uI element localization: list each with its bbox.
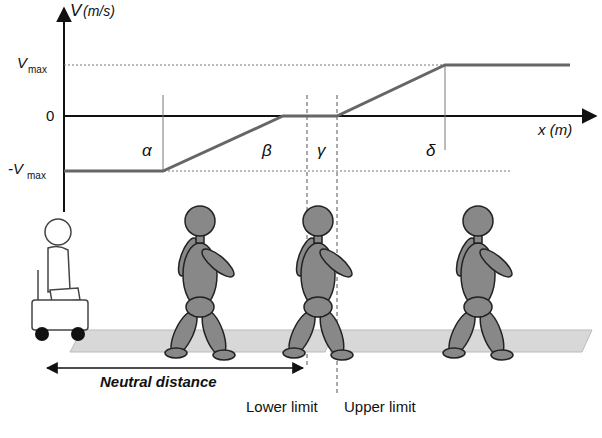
robot xyxy=(32,219,88,341)
tick-label: 0 xyxy=(46,108,54,125)
walking-person xyxy=(443,206,516,360)
distance-symbol: γ xyxy=(317,142,326,161)
limit-label: Upper limit xyxy=(344,399,416,416)
tick-subscript: max xyxy=(27,170,46,181)
walking-person xyxy=(165,206,238,360)
distance-symbol: β xyxy=(262,142,272,161)
dimension-label: Neutral distance xyxy=(100,374,217,391)
tick-label: -V xyxy=(8,161,23,178)
tick-label: V xyxy=(17,55,27,72)
distance-symbol: δ xyxy=(426,142,435,161)
axis-label: V xyxy=(70,2,81,21)
tick-subscript: max xyxy=(28,64,47,75)
distance-symbol: α xyxy=(142,142,152,161)
axis-label: x (m) xyxy=(538,122,572,139)
limit-label: Lower limit xyxy=(246,399,318,416)
axis-unit: (m/s) xyxy=(83,4,115,19)
walking-person xyxy=(283,206,356,360)
